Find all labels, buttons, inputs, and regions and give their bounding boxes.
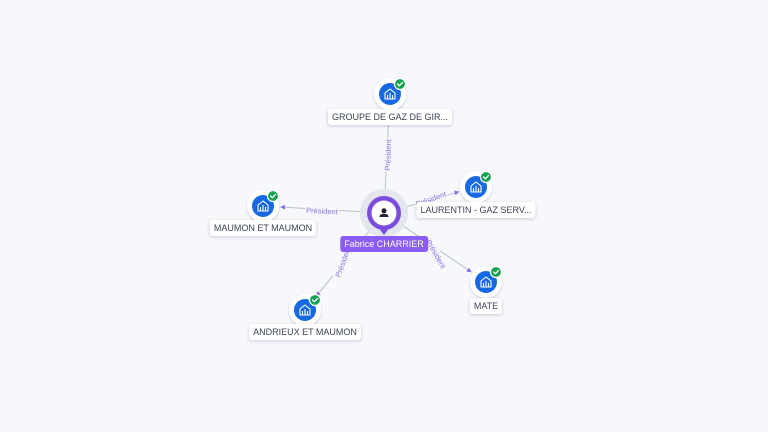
verified-check-icon: [489, 265, 503, 279]
company-node-mate[interactable]: [470, 265, 503, 298]
company-label-groupe[interactable]: GROUPE DE GAZ DE GIR...: [327, 109, 453, 125]
person-node-pin: [378, 227, 390, 235]
building-icon: [384, 88, 396, 100]
edge-label-groupe: Président: [383, 138, 393, 171]
company-node-groupe[interactable]: [374, 77, 407, 110]
building-icon: [470, 181, 482, 193]
nodes-layer: [247, 77, 503, 326]
company-label-mate[interactable]: MATE: [469, 298, 503, 314]
building-icon: [480, 276, 492, 288]
building-icon: [299, 304, 311, 316]
company-node-laurentin[interactable]: [460, 170, 493, 203]
edge-label-bg: [304, 205, 340, 217]
edge-label-bg: [332, 244, 354, 280]
verified-check-icon: [393, 77, 407, 91]
building-icon: [257, 200, 269, 212]
company-label-andrieux[interactable]: ANDRIEUX ET MAUMON: [249, 324, 361, 340]
company-node-andrieux[interactable]: [289, 293, 322, 326]
person-node[interactable]: [360, 189, 408, 237]
company-label-maumon[interactable]: MAUMON ET MAUMON: [209, 220, 317, 236]
person-label[interactable]: Fabrice CHARRIER: [340, 236, 428, 252]
edge-label-maumon: Président: [306, 206, 339, 217]
person-icon: [379, 208, 389, 217]
verified-check-icon: [308, 293, 322, 307]
company-label-laurentin[interactable]: LAURENTIN - GAZ SERV...: [416, 202, 536, 218]
verified-check-icon: [266, 189, 280, 203]
edge-label-bg: [382, 137, 394, 173]
company-node-maumon[interactable]: [247, 189, 280, 222]
edge-label-bg: [423, 236, 449, 272]
verified-check-icon: [479, 170, 493, 184]
